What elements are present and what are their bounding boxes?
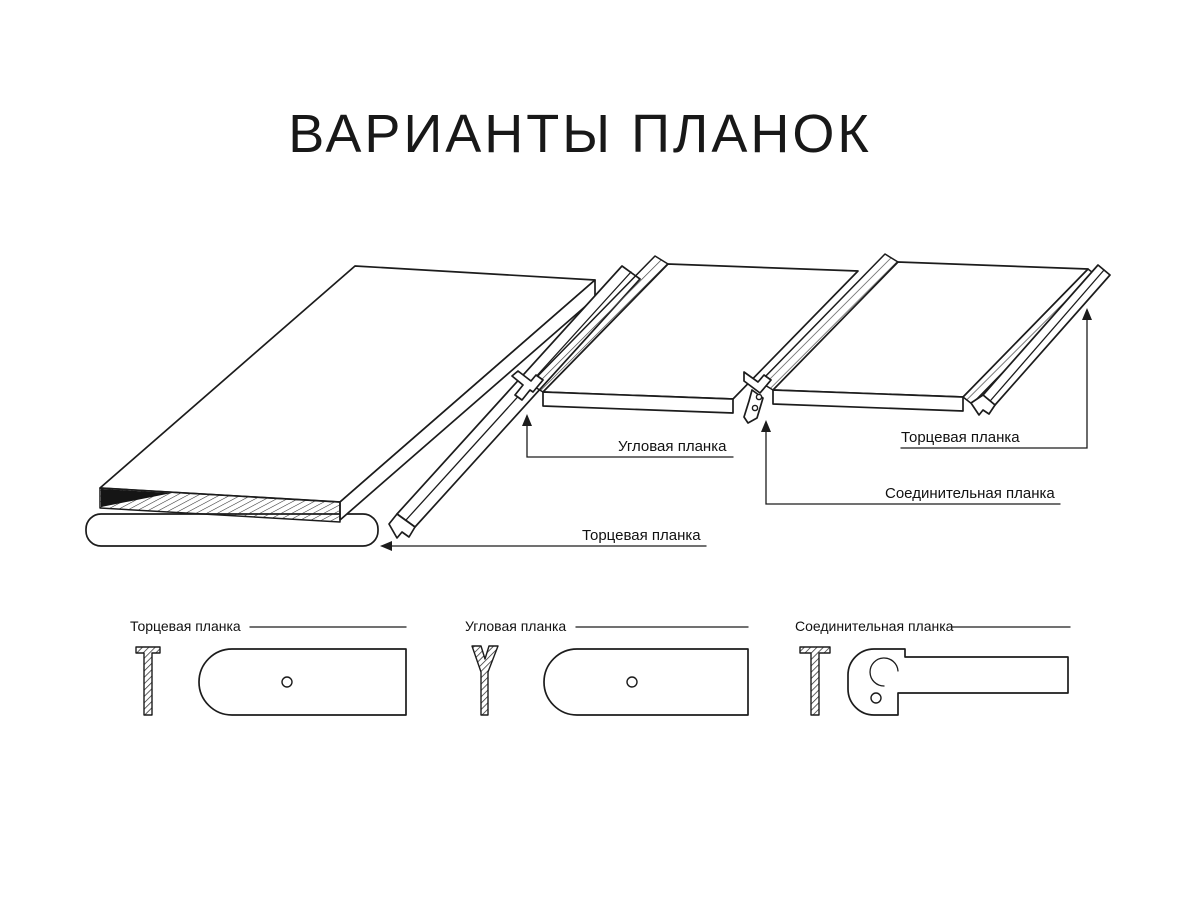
- callout-end-strip-bottom: Торцевая планка: [380, 527, 707, 551]
- page-title: ВАРИАНТЫ ПЛАНОК: [288, 104, 872, 164]
- end-grain-dark-wedge: [101, 489, 172, 507]
- section-end-strip: Торцевая планка: [130, 618, 407, 716]
- section-label: Соединительная планка: [795, 618, 954, 634]
- callout-connector-strip: Соединительная планка: [761, 420, 1061, 505]
- leader-arrowhead: [1082, 308, 1092, 320]
- section-connector-strip: Соединительная планка: [795, 618, 1071, 716]
- callout-label: Соединительная планка: [885, 485, 1055, 502]
- connector-strip-profile-section: [799, 646, 831, 716]
- detached-end-strip-profile: [388, 513, 416, 539]
- leader-line: [765, 429, 1061, 505]
- connector-screw-hole-1: [755, 393, 763, 401]
- connector-strip-plan-view: [847, 648, 1069, 716]
- leader-arrowhead: [522, 414, 532, 426]
- section-label: Торцевая планка: [130, 618, 241, 634]
- countertop-front-face: [542, 391, 734, 414]
- callout-label: Торцевая планка: [582, 527, 701, 544]
- section-corner-strip: Угловая планка: [465, 618, 749, 716]
- leader-arrowhead: [761, 420, 771, 432]
- end-strip-plan-view: [198, 648, 407, 716]
- screw-hole: [870, 692, 882, 704]
- callout-label: Торцевая планка: [901, 429, 1020, 446]
- right-countertop-assembly: [743, 253, 1111, 424]
- screw-hole: [626, 676, 638, 688]
- countertop-front-face: [772, 389, 964, 412]
- corner-strip-profile-section: [471, 645, 499, 716]
- leader-arrowhead: [380, 541, 392, 551]
- connector-curl-line: [869, 657, 899, 687]
- callout-label: Угловая планка: [618, 438, 727, 455]
- connector-strip-profile-top: [743, 371, 772, 394]
- leader-line: [900, 317, 1088, 449]
- connector-screw-hole-2: [751, 404, 759, 412]
- detached-end-strip-inner-line: [990, 269, 1105, 401]
- corner-strip-profile: [511, 370, 544, 401]
- end-strip-profile-section: [135, 646, 161, 716]
- left-countertop-assembly: [85, 265, 641, 547]
- middle-countertop-assembly: [511, 255, 859, 414]
- leader-line: [526, 423, 734, 458]
- countertop-end-face: [99, 487, 341, 523]
- screw-hole: [281, 676, 293, 688]
- corner-strip-plan-view: [543, 648, 749, 716]
- callout-corner-strip: Угловая планка: [522, 414, 734, 458]
- section-label: Угловая планка: [465, 618, 566, 634]
- callout-end-strip-right: Торцевая планка: [900, 308, 1092, 449]
- detached-end-strip-profile: [970, 394, 996, 416]
